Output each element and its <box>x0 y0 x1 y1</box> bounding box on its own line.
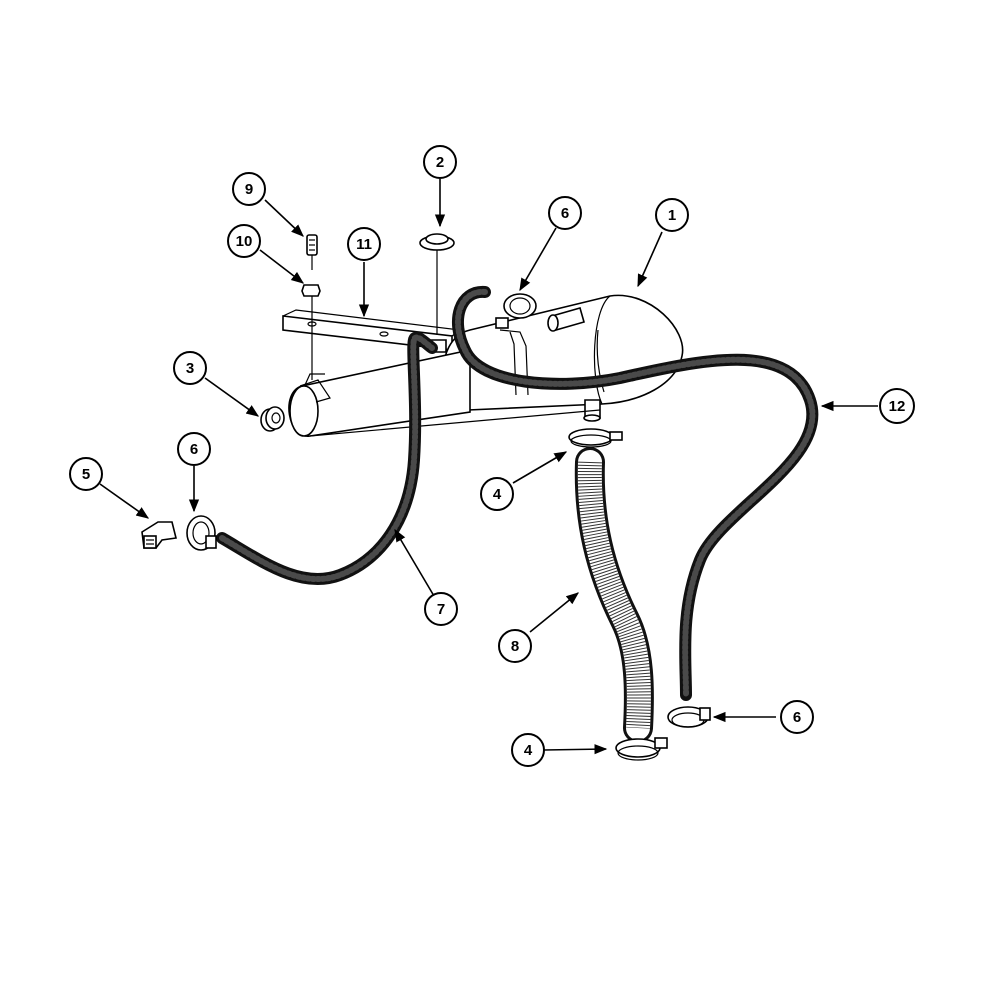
nut <box>301 284 321 380</box>
callout-5: 5 <box>69 457 103 491</box>
svg-text:1: 1 <box>668 207 676 224</box>
callout-6-top: 6 <box>548 196 582 230</box>
callout-6-right: 6 <box>780 700 814 734</box>
callout-4-upper: 4 <box>480 477 514 511</box>
svg-text:7: 7 <box>437 601 445 618</box>
callout-11: 11 <box>347 227 381 261</box>
svg-text:10: 10 <box>236 233 253 250</box>
svg-text:6: 6 <box>561 205 569 222</box>
hose-8 <box>574 447 654 743</box>
callout-9: 9 <box>232 172 266 206</box>
overflow-tank <box>288 349 601 437</box>
svg-text:3: 3 <box>186 360 194 377</box>
svg-text:11: 11 <box>356 236 372 253</box>
hose-clamp <box>186 515 217 551</box>
elbow-fitting <box>141 521 177 549</box>
hose-12 <box>451 286 819 701</box>
svg-text:4: 4 <box>524 742 533 759</box>
hose-clamp <box>615 737 668 761</box>
svg-text:9: 9 <box>245 181 253 198</box>
svg-text:8: 8 <box>511 638 519 655</box>
callout-4-lower: 4 <box>511 733 545 767</box>
leader-lines <box>99 179 878 755</box>
callout-7: 7 <box>424 592 458 626</box>
callout-1: 1 <box>655 198 689 232</box>
reservoir-tank <box>442 294 684 422</box>
hose-clamp <box>667 706 711 728</box>
hose-clamp <box>568 428 623 448</box>
hose-clamp <box>495 293 537 329</box>
hose-7 <box>216 331 438 585</box>
svg-text:2: 2 <box>436 154 444 171</box>
svg-text:5: 5 <box>82 466 90 483</box>
callout-3: 3 <box>173 351 207 385</box>
fitting <box>260 406 285 432</box>
svg-text:6: 6 <box>190 441 198 458</box>
callout-8: 8 <box>498 629 532 663</box>
callout-2: 2 <box>423 145 457 179</box>
callout-10: 10 <box>227 224 261 258</box>
svg-text:4: 4 <box>493 486 502 503</box>
svg-text:12: 12 <box>889 398 906 415</box>
callout-6-left: 6 <box>177 432 211 466</box>
callout-12: 12 <box>879 388 915 424</box>
bolt <box>306 234 318 270</box>
svg-text:6: 6 <box>793 709 801 726</box>
